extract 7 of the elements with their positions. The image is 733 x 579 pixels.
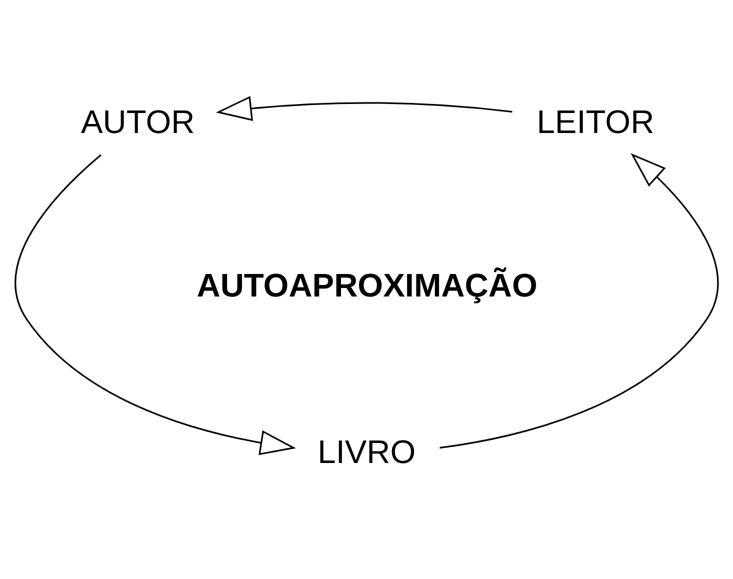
arrow [216, 95, 512, 120]
label: AUTOAPROXIMAÇÃO [196, 266, 538, 304]
arrow [440, 152, 719, 448]
node-text: LEITOR [536, 102, 654, 140]
node-text: LIVRO [318, 432, 416, 470]
node-text: AUTOR [81, 102, 195, 140]
arrow [15, 154, 296, 455]
